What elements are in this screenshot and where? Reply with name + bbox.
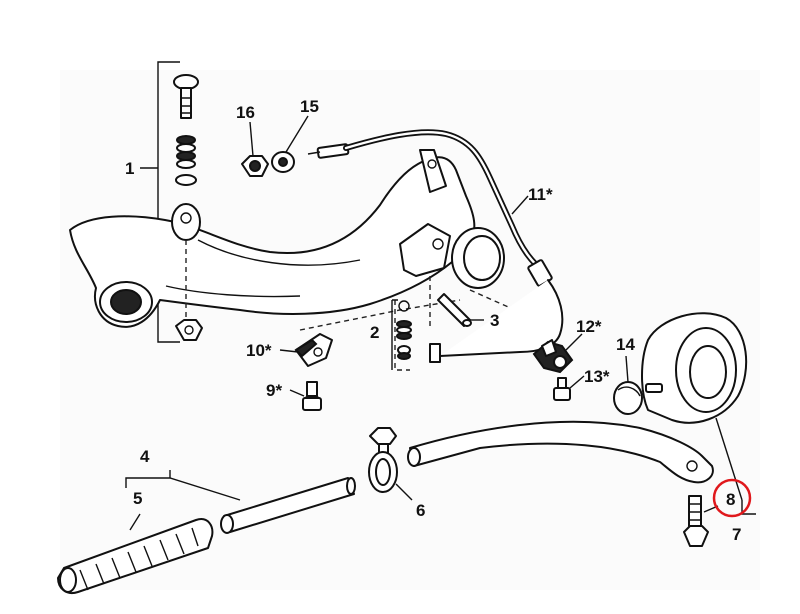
callout-3: 3 [490, 311, 499, 330]
part-1-bolt [173, 74, 199, 119]
callout-12: 12* [576, 317, 602, 336]
part-3-pin [437, 293, 472, 327]
handle-bar [407, 420, 714, 484]
callout-14: 14 [616, 335, 635, 354]
callout-8: 8 [726, 490, 735, 509]
part-1-spring [175, 135, 197, 186]
part-8-bolt [683, 495, 709, 547]
part-5-grip [57, 518, 214, 594]
part-12-clamp [532, 339, 574, 374]
callout-16: 16 [236, 103, 255, 122]
part-13-screw [553, 377, 571, 401]
part-14-ring [613, 381, 643, 415]
part-11-cable [307, 129, 564, 363]
callout-4: 4 [140, 447, 150, 466]
callout-10: 10* [246, 341, 272, 360]
part-1-nut [175, 319, 203, 341]
callout-13: 13* [584, 367, 610, 386]
callout-labels: 1 2 3 4 5 6 7 8 9* 10* 11* 12* 13* 14 15… [125, 97, 741, 544]
callout-9: 9* [266, 381, 282, 400]
callout-5: 5 [133, 489, 142, 508]
part-10-clip [294, 333, 333, 367]
collar [641, 312, 748, 424]
callout-6: 6 [416, 501, 425, 520]
part-16-nut [241, 155, 269, 177]
highlight-circle-callout-8 [712, 478, 752, 518]
part-1-bracket-line [140, 61, 180, 343]
part-6-eyebolt [368, 427, 398, 493]
callout-15: 15 [300, 97, 319, 116]
main-housing [69, 149, 505, 328]
callout-11: 11* [528, 185, 553, 204]
part-15-locknut [271, 151, 295, 173]
part-9-screw [302, 381, 322, 411]
callout-2: 2 [370, 323, 379, 342]
part-2-spring [396, 300, 412, 360]
part-4-tube [220, 477, 356, 534]
part-2-bracket [391, 299, 398, 370]
callout-7: 7 [732, 525, 741, 544]
callout-1: 1 [125, 159, 134, 178]
